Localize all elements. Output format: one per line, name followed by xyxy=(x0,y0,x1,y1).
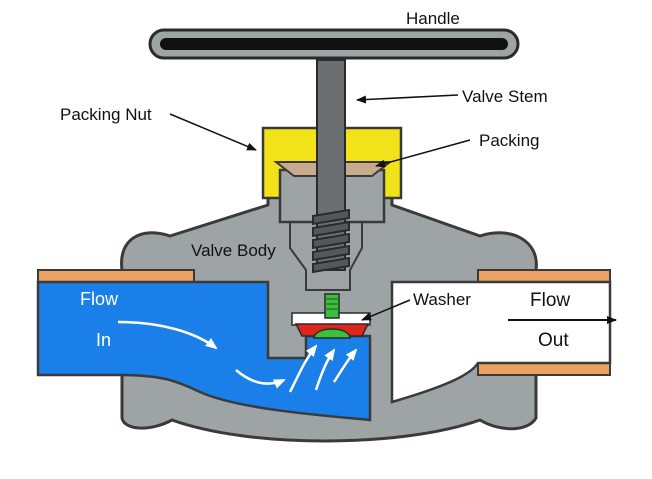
packing-nut-label: Packing Nut xyxy=(60,105,152,124)
leader-lines xyxy=(169,94,471,321)
flow-out-label-line2: Out xyxy=(538,330,569,351)
washer-screw-head xyxy=(313,328,351,339)
flow-in-label-line1: Flow xyxy=(80,289,119,309)
outlet-pipe-bottom xyxy=(477,362,611,376)
inlet-pipe-top xyxy=(37,269,195,283)
handle-grip xyxy=(160,38,508,50)
valve-body-label: Valve Body xyxy=(191,241,276,260)
flow-arrows xyxy=(117,320,358,393)
outlet-pipe-top xyxy=(477,269,611,283)
stem-threads xyxy=(312,208,350,274)
packing-label: Packing xyxy=(479,131,539,150)
flow-out-label-line1: Flow xyxy=(530,290,570,311)
washer-label: Washer xyxy=(413,290,471,309)
inlet-water xyxy=(36,280,372,422)
disc-stem xyxy=(324,293,340,319)
outlet-chamber xyxy=(390,280,612,404)
disc-stem-threads xyxy=(325,298,339,310)
valve-stem-label: Valve Stem xyxy=(462,87,548,106)
handle-label: Handle xyxy=(406,9,460,28)
flow-in-label-line2: In xyxy=(96,330,111,350)
